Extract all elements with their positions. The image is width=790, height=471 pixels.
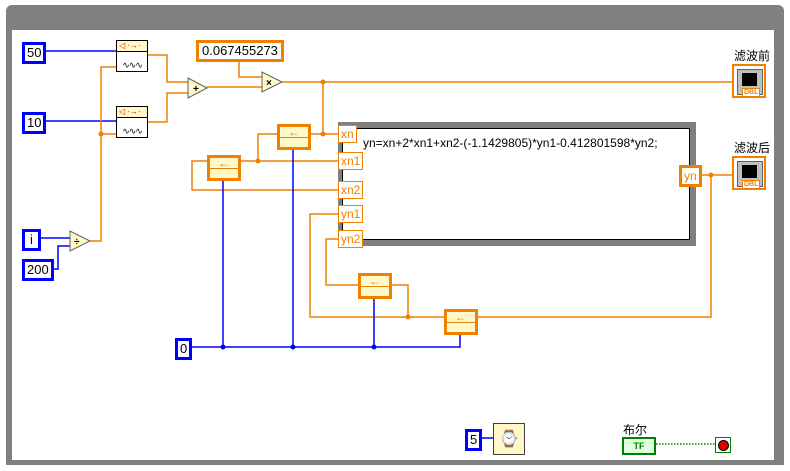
- junction: [255, 158, 261, 164]
- divisor-constant[interactable]: 200: [22, 259, 54, 281]
- stop-icon: [717, 439, 729, 451]
- junction: [708, 172, 714, 178]
- boolean-label: 布尔: [623, 423, 648, 437]
- shift-init-constant[interactable]: 0: [175, 338, 193, 360]
- speaker-arrow-icon: ◁ ·→·: [117, 107, 147, 118]
- loop-condition-terminal[interactable]: [715, 437, 731, 453]
- simulate-signal-2[interactable]: ◁ ·→· ∿∿∿: [116, 106, 148, 138]
- wire-yn1-to-sr3: [390, 284, 409, 317]
- watch-icon: ⌚: [499, 431, 519, 448]
- formula-output-yn[interactable]: yn: [679, 165, 702, 187]
- wire-sig1-out: [147, 54, 188, 83]
- formula-input-yn2[interactable]: yn2: [338, 230, 364, 248]
- wait-ms-constant[interactable]: 5: [465, 429, 483, 451]
- waveform-chart-after-filter[interactable]: DBL: [732, 156, 766, 190]
- dbl-badge: DBL: [742, 88, 761, 97]
- left-arrow-icon: ←: [288, 125, 300, 139]
- add-function: [187, 77, 209, 99]
- wait-ms-function[interactable]: ⌚: [493, 423, 525, 455]
- junction: [405, 314, 411, 320]
- gain-constant[interactable]: 0.067455273: [196, 40, 284, 62]
- simulate-signal-1[interactable]: ◁ ·→· ∿∿∿: [116, 40, 148, 72]
- formula-node-body[interactable]: yn=xn+2*xn1+xn2-(-1.1429805)*yn1-0.41280…: [342, 128, 690, 240]
- left-arrow-icon: ←: [369, 274, 381, 288]
- left-arrow-icon: ←: [218, 156, 230, 170]
- indicator-after-label: 滤波后: [734, 141, 771, 155]
- junction: [98, 131, 104, 137]
- multiply-symbol: ×: [266, 78, 272, 89]
- junction: [371, 344, 377, 350]
- wire-sig2-out: [147, 92, 188, 123]
- junction: [290, 344, 296, 350]
- wire-divide-out: [90, 66, 116, 242]
- formula-input-xn1[interactable]: xn1: [338, 152, 364, 170]
- speaker-arrow-icon: ◁ ·→·: [117, 41, 147, 52]
- left-arrow-icon: ←: [455, 310, 467, 324]
- waveform-icon: ∿∿∿: [122, 126, 143, 136]
- formula-input-yn1[interactable]: yn1: [338, 205, 364, 223]
- wire-sr1-to-xn1: [257, 133, 338, 162]
- waveform-icon: ∿∿∿: [122, 60, 143, 70]
- wire-xn-branch: [322, 82, 338, 135]
- junction: [320, 131, 326, 137]
- feedback-node-yn1[interactable]: ←: [444, 309, 478, 335]
- frequency-constant-1[interactable]: 50: [22, 42, 47, 64]
- wire-sr2-to-xn2: [191, 160, 338, 191]
- formula-input-xn[interactable]: xn: [338, 125, 357, 143]
- waveform-chart-before-filter[interactable]: DBL: [732, 64, 766, 98]
- junction: [220, 344, 226, 350]
- iteration-terminal[interactable]: i: [22, 229, 41, 251]
- feedback-node-xn1[interactable]: ←: [277, 124, 311, 150]
- wire-yn-feedback: [476, 175, 712, 318]
- add-symbol: +: [193, 84, 199, 95]
- wire-sr4-to-yn1: [309, 213, 444, 318]
- junction: [320, 79, 326, 85]
- feedback-node-xn2[interactable]: ←: [207, 155, 241, 181]
- divide-symbol: ÷: [74, 237, 80, 248]
- formula-node[interactable]: yn=xn+2*xn1+xn2-(-1.1429805)*yn1-0.41280…: [338, 122, 696, 246]
- wire-init-bus: [189, 333, 461, 348]
- formula-expression[interactable]: yn=xn+2*xn1+xn2-(-1.1429805)*yn1-0.41280…: [363, 136, 658, 150]
- formula-input-xn2[interactable]: xn2: [338, 181, 364, 199]
- multiply-function: [261, 71, 284, 93]
- feedback-node-yn2[interactable]: ←: [358, 273, 392, 299]
- wire-sr3-to-yn2: [325, 238, 358, 286]
- frequency-constant-2[interactable]: 10: [22, 112, 47, 134]
- divide-function: [69, 230, 92, 252]
- dbl-badge: DBL: [742, 180, 761, 189]
- boolean-control[interactable]: TF: [622, 437, 656, 455]
- indicator-before-label: 滤波前: [734, 49, 771, 63]
- wire-gain: [238, 60, 262, 78]
